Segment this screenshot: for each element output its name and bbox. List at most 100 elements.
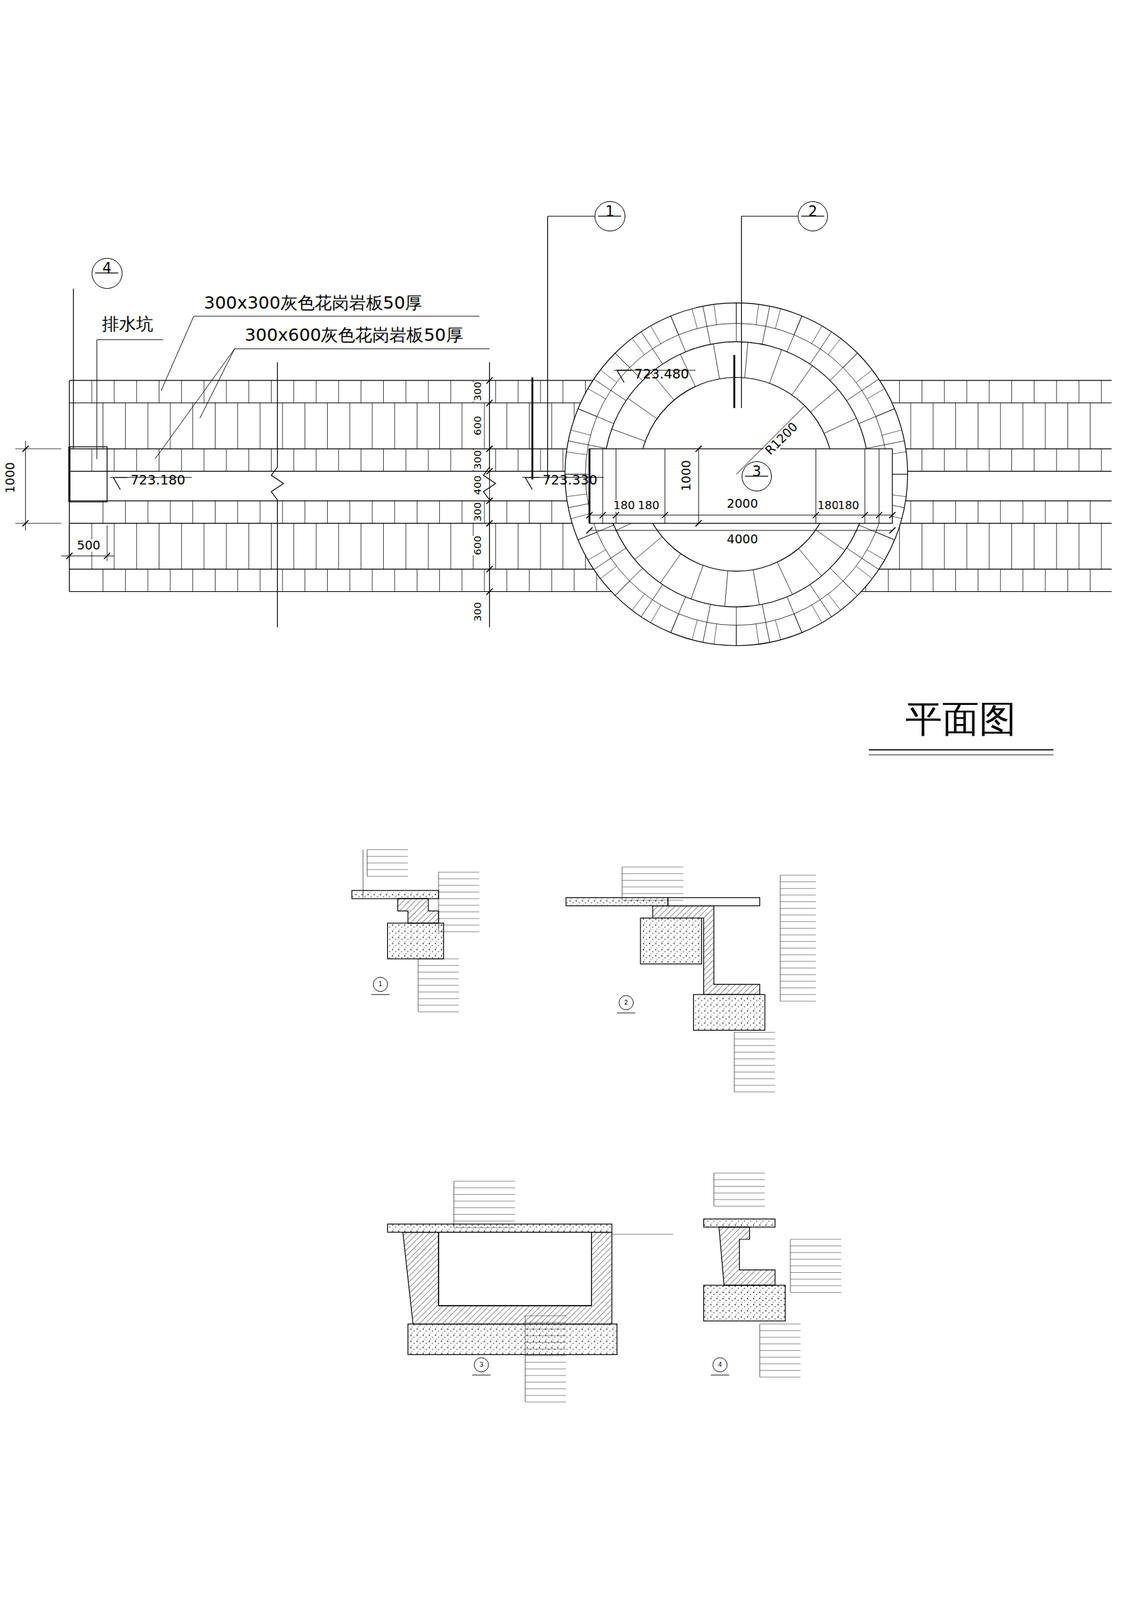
ring-joint — [650, 604, 661, 623]
paving-joint — [158, 448, 160, 472]
paving-joint — [574, 569, 575, 592]
note-leader — [780, 980, 816, 982]
ring-joint — [846, 379, 879, 401]
paving-joint — [338, 523, 339, 570]
paving-joint — [944, 448, 945, 472]
ring-joint — [855, 370, 873, 383]
note-leader — [453, 1226, 515, 1228]
ring-joint — [810, 331, 832, 364]
dimension-value: 2000 — [726, 497, 759, 510]
note-leader — [367, 849, 409, 850]
paving-joint — [966, 448, 968, 472]
note-leader — [780, 901, 816, 902]
pool-wall — [403, 1232, 613, 1324]
dimension-value: 600 — [472, 415, 483, 435]
note-leader — [525, 1401, 567, 1402]
paving-joint — [439, 403, 440, 449]
ring-joint — [702, 604, 711, 643]
note-leader — [734, 1058, 776, 1060]
ring-joint — [713, 304, 717, 325]
ring-joint — [724, 570, 728, 607]
paving-joint — [102, 403, 104, 449]
note-leader — [759, 1343, 801, 1344]
dim-tick — [812, 511, 819, 518]
dim-tick — [661, 511, 668, 518]
paving-joint — [1000, 403, 1001, 449]
dimension-value: 1000 — [4, 461, 17, 494]
note-leader — [790, 1284, 842, 1286]
note-leader — [438, 924, 480, 926]
ring-joint — [866, 388, 885, 399]
note-leader — [438, 931, 480, 932]
ring-joint — [786, 316, 802, 352]
concrete-base — [703, 1284, 785, 1321]
callout-number: 3 — [742, 464, 772, 479]
ring-joint — [866, 549, 885, 560]
feature-edge — [815, 448, 817, 524]
detail-marker-underline — [617, 1012, 636, 1014]
paving-joint — [506, 403, 507, 449]
dimension-value: 300 — [472, 381, 483, 401]
note-leader — [611, 1233, 673, 1235]
paving-joint — [977, 403, 979, 449]
dim-ext — [15, 522, 61, 524]
detail-marker — [373, 977, 388, 992]
paving-joint — [539, 448, 541, 472]
note-leader — [453, 1200, 515, 1202]
paving-joint — [394, 569, 395, 592]
paving-joint — [955, 500, 956, 524]
note-leader — [453, 1206, 515, 1208]
paving-joint — [910, 403, 912, 449]
paving-joint — [1011, 448, 1012, 472]
feature-edge — [664, 448, 666, 524]
dim-tick — [486, 565, 493, 572]
note-leader — [525, 1341, 567, 1343]
feature-edge — [602, 448, 603, 524]
paving-joint — [977, 500, 979, 524]
paving-joint — [495, 448, 497, 472]
detail-marker — [712, 1357, 728, 1372]
ring-joint — [627, 398, 657, 419]
drawing-line — [69, 591, 1112, 592]
note-leader — [438, 918, 480, 919]
paving-joint — [944, 523, 945, 570]
paving-joint — [484, 500, 486, 524]
paving-joint — [327, 500, 328, 524]
paving-joint — [562, 448, 564, 472]
paving-joint — [304, 500, 306, 524]
detail-marker-underline — [371, 994, 390, 995]
dim-tick — [695, 520, 702, 527]
paving-joint — [383, 523, 384, 570]
note-leader — [780, 907, 816, 909]
ring-joint — [775, 308, 781, 329]
paving-joint — [439, 500, 440, 524]
paving-layer — [387, 1224, 612, 1233]
paving-joint — [102, 500, 104, 524]
note-leader — [780, 987, 816, 988]
break-line — [270, 361, 284, 628]
note-leader — [734, 1051, 776, 1053]
paving-joint — [921, 448, 923, 472]
drawing-line — [69, 568, 1112, 570]
paving-joint — [225, 380, 227, 403]
paving-joint — [517, 523, 519, 570]
note-leader — [790, 1271, 842, 1273]
note-leader — [525, 1334, 567, 1336]
paving-joint — [1011, 523, 1012, 570]
note-leader — [438, 871, 480, 873]
dim-line — [698, 448, 700, 524]
paving-joint — [125, 403, 126, 449]
curb-wall — [397, 898, 439, 923]
ring-joint — [829, 567, 858, 596]
note-leader — [438, 884, 480, 886]
note-leader — [790, 1291, 842, 1293]
ring-joint — [566, 451, 588, 455]
note-underline — [234, 348, 490, 349]
ring-joint — [650, 325, 661, 344]
ring-joint — [786, 596, 802, 633]
ring-joint — [881, 429, 902, 436]
note-leader — [418, 998, 460, 999]
ring-joint — [858, 524, 895, 540]
